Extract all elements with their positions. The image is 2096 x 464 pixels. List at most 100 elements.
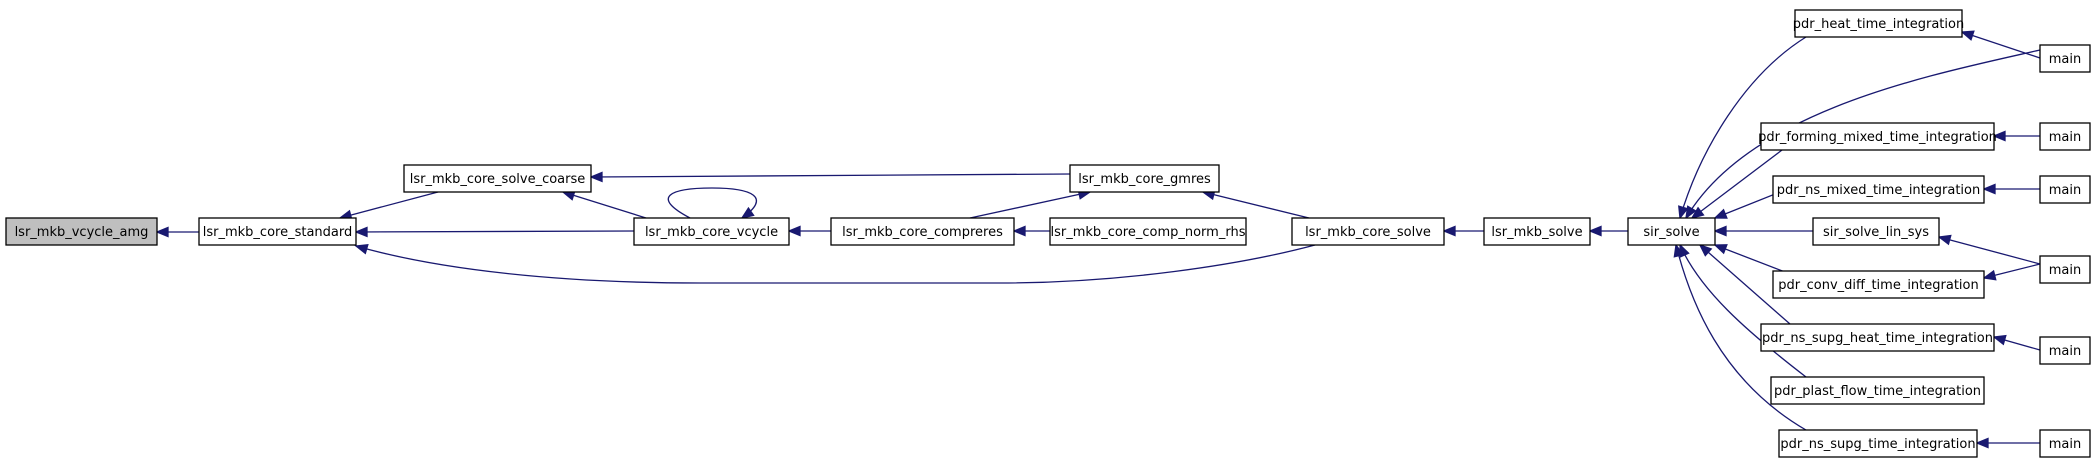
node-label: lsr_mkb_core_solve: [1305, 225, 1431, 240]
node-label: lsr_mkb_solve: [1491, 225, 1582, 240]
node-box[interactable]: [2039, 175, 2091, 204]
node-box[interactable]: [1772, 270, 1985, 299]
node-sir-solve[interactable]: sir_solve: [1627, 217, 1716, 246]
call-edge-n5-n3: [787, 225, 831, 237]
call-edge-n11-n9: [1690, 149, 1783, 220]
node-label: pdr_ns_supg_heat_time_integration: [1762, 331, 1993, 346]
arrow-head-icon: [354, 226, 368, 238]
arrow-head-icon: [1960, 30, 1975, 41]
node-box[interactable]: [198, 217, 357, 246]
call-edge-n3-n3: [667, 187, 757, 219]
call-edge-n21-n13: [1937, 234, 2041, 265]
arrow-head-icon: [1678, 205, 1689, 220]
node-box[interactable]: [830, 217, 1015, 246]
node-box[interactable]: [1627, 217, 1716, 246]
arrow-head-icon: [1713, 244, 1728, 255]
node-label: main: [2049, 130, 2081, 145]
call-edge-n3-n2: [561, 190, 647, 219]
node-pdr-ns-supg-heat-time-integration[interactable]: pdr_ns_supg_heat_time_integration: [1760, 323, 1995, 352]
node-label: lsr_mkb_vcycle_amg: [15, 225, 149, 240]
node-box[interactable]: [1778, 429, 1978, 458]
node-box[interactable]: [2039, 336, 2091, 365]
node-box[interactable]: [1760, 122, 1995, 151]
call-edge-n8-n7: [1442, 225, 1484, 237]
node-box[interactable]: [403, 164, 592, 193]
node-label: main: [2049, 437, 2081, 452]
node-label: pdr_plast_flow_time_integration: [1774, 384, 1981, 399]
node-lsr-mkb-vcycle-amg[interactable]: lsr_mkb_vcycle_amg: [5, 217, 158, 246]
node-main[interactable]: main: [2039, 429, 2091, 458]
call-edge-line: [1675, 244, 1807, 431]
call-edge-line: [1938, 236, 2041, 265]
node-main[interactable]: main: [2039, 175, 2091, 204]
call-edge-line: [590, 173, 1071, 178]
arrow-head-icon: [1992, 334, 2007, 346]
node-box[interactable]: [1770, 376, 1985, 405]
call-edge-line: [667, 187, 757, 219]
call-edge-line: [1714, 244, 1786, 273]
node-box[interactable]: [1760, 323, 1995, 352]
node-label: pdr_forming_mixed_time_integration: [1758, 130, 1997, 145]
call-edge-line: [1691, 149, 1783, 219]
arrow-head-icon: [1690, 206, 1705, 220]
node-label: sir_solve: [1643, 225, 1699, 240]
node-lsr-mkb-solve[interactable]: lsr_mkb_solve: [1483, 217, 1591, 246]
node-box[interactable]: [5, 217, 158, 246]
node-box[interactable]: [1069, 164, 1220, 193]
node-label: pdr_ns_supg_time_integration: [1780, 437, 1975, 452]
node-box[interactable]: [1772, 175, 1985, 204]
arrow-head-icon: [1588, 225, 1602, 237]
node-pdr-ns-supg-time-integration[interactable]: pdr_ns_supg_time_integration: [1778, 429, 1978, 458]
call-edge-line: [355, 244, 1316, 284]
node-box[interactable]: [2039, 255, 2091, 284]
call-edge-line: [1961, 31, 2041, 59]
node-main[interactable]: main: [2039, 336, 2091, 365]
node-lsr-mkb-core-solve[interactable]: lsr_mkb_core_solve: [1291, 217, 1445, 246]
node-label: lsr_mkb_core_comp_norm_rhs: [1051, 225, 1246, 240]
node-main[interactable]: main: [2039, 122, 2091, 151]
node-lsr-mkb-core-compreres[interactable]: lsr_mkb_core_compreres: [830, 217, 1015, 246]
node-label: main: [2049, 263, 2081, 278]
node-label: pdr_ns_mixed_time_integration: [1777, 183, 1980, 198]
node-label: lsr_mkb_core_solve_coarse: [410, 172, 586, 187]
node-sir-solve-lin-sys[interactable]: sir_solve_lin_sys: [1812, 217, 1940, 246]
call-edge-n10-n9: [1678, 36, 1807, 220]
node-lsr-mkb-core-solve-coarse[interactable]: lsr_mkb_core_solve_coarse: [403, 164, 592, 193]
call-edge-n14-n9: [1713, 244, 1786, 273]
node-label: main: [2049, 344, 2081, 359]
node-box[interactable]: [2039, 429, 2091, 458]
node-pdr-heat-time-integration[interactable]: pdr_heat_time_integration: [1793, 9, 1964, 38]
node-pdr-forming-mixed-time-integration[interactable]: pdr_forming_mixed_time_integration: [1758, 122, 1997, 151]
call-edge-n7-n4: [1201, 189, 1310, 219]
call-edge-n20-n12: [1982, 183, 2040, 195]
arrow-head-icon: [155, 226, 169, 238]
node-box[interactable]: [1049, 217, 1247, 246]
node-box[interactable]: [1812, 217, 1940, 246]
node-pdr-ns-mixed-time-integration[interactable]: pdr_ns_mixed_time_integration: [1772, 175, 1985, 204]
node-lsr-mkb-core-gmres[interactable]: lsr_mkb_core_gmres: [1069, 164, 1220, 193]
node-lsr-mkb-core-comp-norm-rhs[interactable]: lsr_mkb_core_comp_norm_rhs: [1049, 217, 1247, 246]
call-edge-n18-n9: [1685, 49, 2041, 220]
call-edge-n1-n0: [155, 226, 199, 238]
call-edges: [155, 30, 2041, 449]
node-pdr-conv-diff-time-integration[interactable]: pdr_conv_diff_time_integration: [1772, 270, 1985, 299]
node-lsr-mkb-core-standard[interactable]: lsr_mkb_core_standard: [198, 217, 357, 246]
call-edge-n17-n9: [1673, 243, 1807, 431]
call-edge-line: [562, 191, 647, 219]
node-lsr-mkb-core-vcycle[interactable]: lsr_mkb_core_vcycle: [633, 217, 790, 246]
call-edge-n13-n9: [1713, 225, 1813, 237]
node-box[interactable]: [2039, 122, 2091, 151]
node-main[interactable]: main: [2039, 255, 2091, 284]
node-box[interactable]: [633, 217, 790, 246]
node-box[interactable]: [1794, 9, 1963, 38]
node-box[interactable]: [1291, 217, 1445, 246]
node-box[interactable]: [2039, 44, 2091, 73]
call-edge-n6-n5: [1012, 225, 1050, 237]
node-pdr-plast-flow-time-integration[interactable]: pdr_plast_flow_time_integration: [1770, 376, 1985, 405]
node-box[interactable]: [1483, 217, 1591, 246]
call-edge-line: [969, 191, 1091, 219]
call-edge-line: [1679, 36, 1807, 219]
node-main[interactable]: main: [2039, 44, 2091, 73]
arrow-head-icon: [1937, 234, 1952, 246]
